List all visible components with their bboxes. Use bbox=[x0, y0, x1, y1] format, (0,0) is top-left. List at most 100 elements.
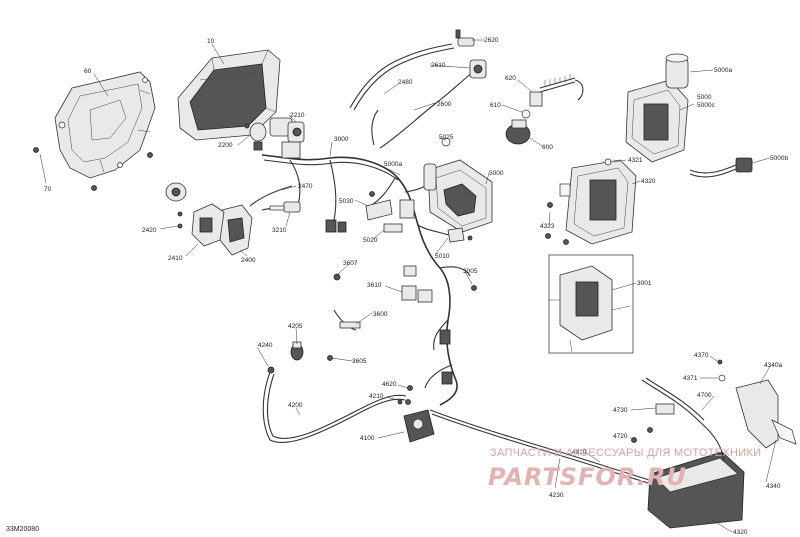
connector-2610 bbox=[469, 59, 487, 79]
terminal-4730-4720 bbox=[631, 403, 675, 443]
watermark-tagline: ЗАПЧАСТИ И АКСЕССУАРЫ ДЛЯ МОТОТЕХНИКИ bbox=[490, 447, 761, 459]
screw-70 bbox=[33, 147, 153, 191]
callout-2200: 2200 bbox=[218, 142, 233, 149]
callout-4230: 4230 bbox=[549, 492, 564, 499]
callout-4371: 4371 bbox=[683, 375, 698, 382]
callout-4340a: 4340a bbox=[764, 362, 782, 369]
screws-2420 bbox=[177, 211, 183, 229]
clip-610 bbox=[521, 109, 531, 119]
callout-4323: 4323 bbox=[540, 223, 555, 230]
callout-70: 70 bbox=[44, 186, 52, 193]
callout-2410: 2410 bbox=[168, 255, 183, 262]
terminal-4240 bbox=[267, 366, 275, 374]
watermark-logo: PARTSFOR.RU bbox=[488, 463, 687, 491]
connector-lead-620 bbox=[529, 74, 584, 107]
callout-3605: 3605 bbox=[352, 358, 367, 365]
digital-gauge-cluster bbox=[177, 49, 281, 141]
solenoid-4100 bbox=[403, 399, 435, 443]
callout-5000a-top: 5000a bbox=[714, 67, 732, 74]
callout-4620: 4620 bbox=[382, 381, 397, 388]
callout-3005: 3005 bbox=[463, 268, 478, 275]
switch-2200 bbox=[244, 122, 267, 151]
clip-3005 bbox=[471, 285, 477, 291]
callout-2480: 2480 bbox=[398, 79, 413, 86]
bracket-5030-5020 bbox=[365, 191, 403, 233]
callout-4240: 4240 bbox=[258, 342, 273, 349]
inset-view-3001 bbox=[548, 254, 634, 354]
callout-610: 610 bbox=[490, 102, 501, 109]
callout-2420: 2420 bbox=[142, 227, 157, 234]
callout-4320-bottom: 4320 bbox=[733, 529, 748, 536]
callout-4321: 4321 bbox=[628, 157, 643, 164]
connector-3610 bbox=[401, 285, 417, 301]
callout-3610: 3610 bbox=[367, 282, 382, 289]
callout-4320-top: 4320 bbox=[641, 178, 656, 185]
callout-5000-mid: 5000 bbox=[489, 170, 504, 177]
cluster-support-bracket bbox=[54, 71, 156, 179]
fastener-4620-4210 bbox=[397, 385, 413, 405]
sensor-600 bbox=[505, 119, 531, 145]
engine-control-module-4320 bbox=[559, 158, 637, 245]
diagram-reference-code: 33M20080 bbox=[6, 526, 39, 533]
relay-5000a bbox=[665, 53, 689, 89]
callout-4720: 4720 bbox=[613, 433, 628, 440]
fuse-box-5000 bbox=[423, 137, 493, 233]
switch-connector-2210 bbox=[269, 117, 305, 143]
bracket-5010 bbox=[447, 227, 473, 243]
cable-4200 bbox=[262, 371, 407, 444]
callout-4200: 4200 bbox=[288, 402, 303, 409]
callout-10: 10 bbox=[207, 38, 215, 45]
callout-5010: 5010 bbox=[435, 253, 450, 260]
connector-5000b bbox=[689, 157, 753, 178]
callout-3001: 3001 bbox=[637, 280, 652, 287]
switch-housing-2400 bbox=[219, 204, 253, 256]
callout-600: 600 bbox=[542, 144, 553, 151]
callout-620: 620 bbox=[505, 75, 516, 82]
callout-5030: 5030 bbox=[339, 198, 354, 205]
clip-3607 bbox=[333, 273, 341, 281]
cable-4700 bbox=[641, 377, 725, 461]
callout-2620: 2620 bbox=[484, 37, 499, 44]
ecu-top-right-5000 bbox=[625, 79, 689, 163]
callout-4205: 4205 bbox=[288, 323, 303, 330]
callout-3607: 3607 bbox=[343, 260, 358, 267]
connector-3210 bbox=[269, 201, 301, 213]
callout-5000b: 5000b bbox=[770, 155, 788, 162]
callout-5020: 5020 bbox=[363, 237, 378, 244]
callout-2610: 2610 bbox=[431, 62, 446, 69]
cable-4230 bbox=[429, 409, 693, 497]
callout-5025: 5025 bbox=[439, 134, 454, 141]
callout-4700: 4700 bbox=[697, 392, 712, 399]
callout-3000: 3000 bbox=[334, 136, 349, 143]
strap-4340 bbox=[771, 419, 797, 445]
callout-4310: 4310 bbox=[572, 449, 587, 456]
callout-5000-top: 5000 bbox=[697, 94, 712, 101]
callout-4730: 4730 bbox=[613, 407, 628, 414]
callout-2470: 2470 bbox=[298, 183, 313, 190]
watermark: ЗАПЧАСТИ И АКСЕССУАРЫ ДЛЯ МОТОТЕХНИКИ PA… bbox=[488, 447, 761, 491]
bracket-3600 bbox=[333, 309, 361, 331]
callout-5000a-mid: 5000a bbox=[384, 161, 402, 168]
callout-labels: 60 10 70 2210 2200 3000 2470 2420 2410 2… bbox=[44, 37, 788, 536]
callout-4100: 4100 bbox=[360, 435, 375, 442]
callout-2400: 2400 bbox=[241, 257, 256, 264]
bracket-4340a bbox=[735, 379, 779, 449]
callout-4210: 4210 bbox=[369, 393, 384, 400]
callout-2600: 2600 bbox=[437, 101, 452, 108]
callout-3210: 3210 bbox=[272, 227, 287, 234]
callout-2210: 2210 bbox=[290, 112, 305, 119]
battery-4310 bbox=[647, 451, 745, 529]
wire-2600 bbox=[371, 67, 479, 149]
ground-4205 bbox=[290, 341, 304, 361]
callout-4340: 4340 bbox=[766, 483, 781, 490]
callout-4370: 4370 bbox=[694, 352, 709, 359]
fasteners-4370-4371 bbox=[717, 359, 726, 382]
screw-3605 bbox=[327, 355, 333, 361]
connector-2620 bbox=[455, 29, 475, 47]
leader-lines bbox=[39, 39, 777, 533]
callout-5000c: 5000c bbox=[697, 102, 715, 109]
callout-3600: 3600 bbox=[373, 311, 388, 318]
callout-60: 60 bbox=[84, 68, 92, 75]
wire-2480 bbox=[349, 43, 455, 111]
